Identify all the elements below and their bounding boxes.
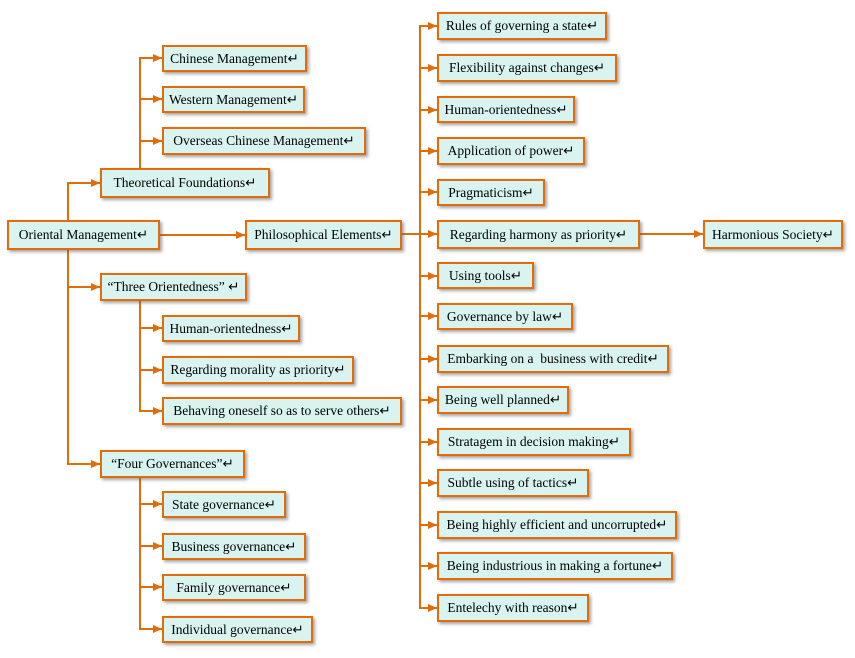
node-label: Overseas Chinese Management↵: [173, 133, 355, 149]
node-using-tools: Using tools↵: [437, 262, 534, 289]
node-highly-efficient-uncorrupted: Being highly efficient and uncorrupted↵: [437, 511, 677, 539]
node-label: Regarding harmony as priority↵: [449, 226, 628, 242]
node-label: “Four Governances”↵: [111, 456, 234, 472]
node-subtle-using-of-tactics: Subtle using of tactics↵: [437, 469, 589, 497]
node-harmonious-society: Harmonious Society↵: [703, 220, 843, 249]
node-overseas-chinese-management: Overseas Chinese Management↵: [162, 127, 366, 155]
node-embarking-business-with-credit: Embarking on a business with credit↵: [437, 345, 669, 373]
node-label: Application of power↵: [447, 143, 575, 159]
node-label: Behaving oneself so as to serve others↵: [173, 403, 391, 419]
node-label: Subtle using of tactics↵: [447, 475, 579, 491]
node-business-governance: Business governance↵: [162, 533, 306, 560]
node-being-well-planned: Being well planned↵: [437, 386, 569, 414]
node-label: Oriental Management↵: [18, 227, 149, 243]
node-label: Flexibility against changes↵: [448, 60, 606, 76]
node-flexibility-against-changes: Flexibility against changes↵: [437, 54, 617, 82]
node-human-orientedness-right: Human-orientedness↵: [437, 96, 575, 123]
node-label: Stratagem in decision making↵: [447, 434, 621, 450]
node-pragmaticism: Pragmaticism↵: [437, 179, 545, 206]
node-western-management: Western Management↵: [162, 86, 305, 113]
node-label: Chinese Management↵: [170, 50, 299, 66]
node-rules-of-governing-a-state: Rules of governing a state↵: [437, 12, 607, 40]
node-entelechy-with-reason: Entelechy with reason↵: [437, 594, 589, 622]
node-label: State governance↵: [172, 496, 276, 512]
node-label: Human-orientedness↵: [444, 101, 568, 117]
node-label: Philosophical Elements↵: [254, 227, 393, 243]
node-application-of-power: Application of power↵: [437, 137, 585, 165]
node-label: Governance by law↵: [446, 308, 564, 324]
node-state-governance: State governance↵: [162, 491, 286, 518]
node-regarding-morality-as-priority: Regarding morality as priority↵: [162, 356, 354, 384]
node-human-orientedness-left: Human-orientedness↵: [162, 315, 300, 342]
node-label: Entelechy with reason↵: [447, 600, 579, 616]
node-label: Regarding morality as priority↵: [170, 362, 346, 378]
node-chinese-management: Chinese Management↵: [162, 45, 307, 72]
node-label: “Three Orientedness” ↵: [107, 279, 240, 295]
node-label: Pragmaticism↵: [448, 184, 534, 200]
node-label: Being well planned↵: [444, 392, 562, 408]
node-label: Family governance↵: [176, 579, 292, 595]
node-stratagem-in-decision-making: Stratagem in decision making↵: [437, 428, 631, 456]
node-label: Rules of governing a state↵: [445, 18, 599, 34]
node-governance-by-law: Governance by law↵: [437, 303, 573, 330]
node-regarding-harmony-as-priority: Regarding harmony as priority↵: [437, 220, 640, 249]
node-industrious-making-fortune: Being industrious in making a fortune↵: [437, 552, 673, 580]
node-label: Embarking on a business with credit↵: [447, 351, 659, 367]
node-label: Harmonious Society↵: [712, 226, 834, 242]
node-theoretical-foundations: Theoretical Foundations↵: [100, 168, 270, 198]
node-individual-governance: Individual governance↵: [162, 616, 313, 643]
node-family-governance: Family governance↵: [162, 574, 306, 601]
node-label: Western Management↵: [168, 91, 299, 107]
node-label: Being industrious in making a fortune↵: [446, 558, 664, 574]
node-label: Business governance↵: [171, 538, 297, 554]
node-behaving-oneself-serve-others: Behaving oneself so as to serve others↵: [162, 397, 402, 425]
node-philosophical-elements: Philosophical Elements↵: [245, 220, 402, 250]
node-label: Being highly efficient and uncorrupted↵: [446, 517, 668, 533]
node-label: Individual governance↵: [171, 621, 304, 637]
node-oriental-management: Oriental Management↵: [7, 220, 160, 250]
node-label: Theoretical Foundations↵: [113, 175, 257, 191]
node-three-orientedness: “Three Orientedness” ↵: [100, 273, 247, 301]
node-four-governances: “Four Governances”↵: [100, 450, 245, 478]
node-label: Using tools↵: [448, 267, 523, 283]
node-label: Human-orientedness↵: [169, 320, 293, 336]
